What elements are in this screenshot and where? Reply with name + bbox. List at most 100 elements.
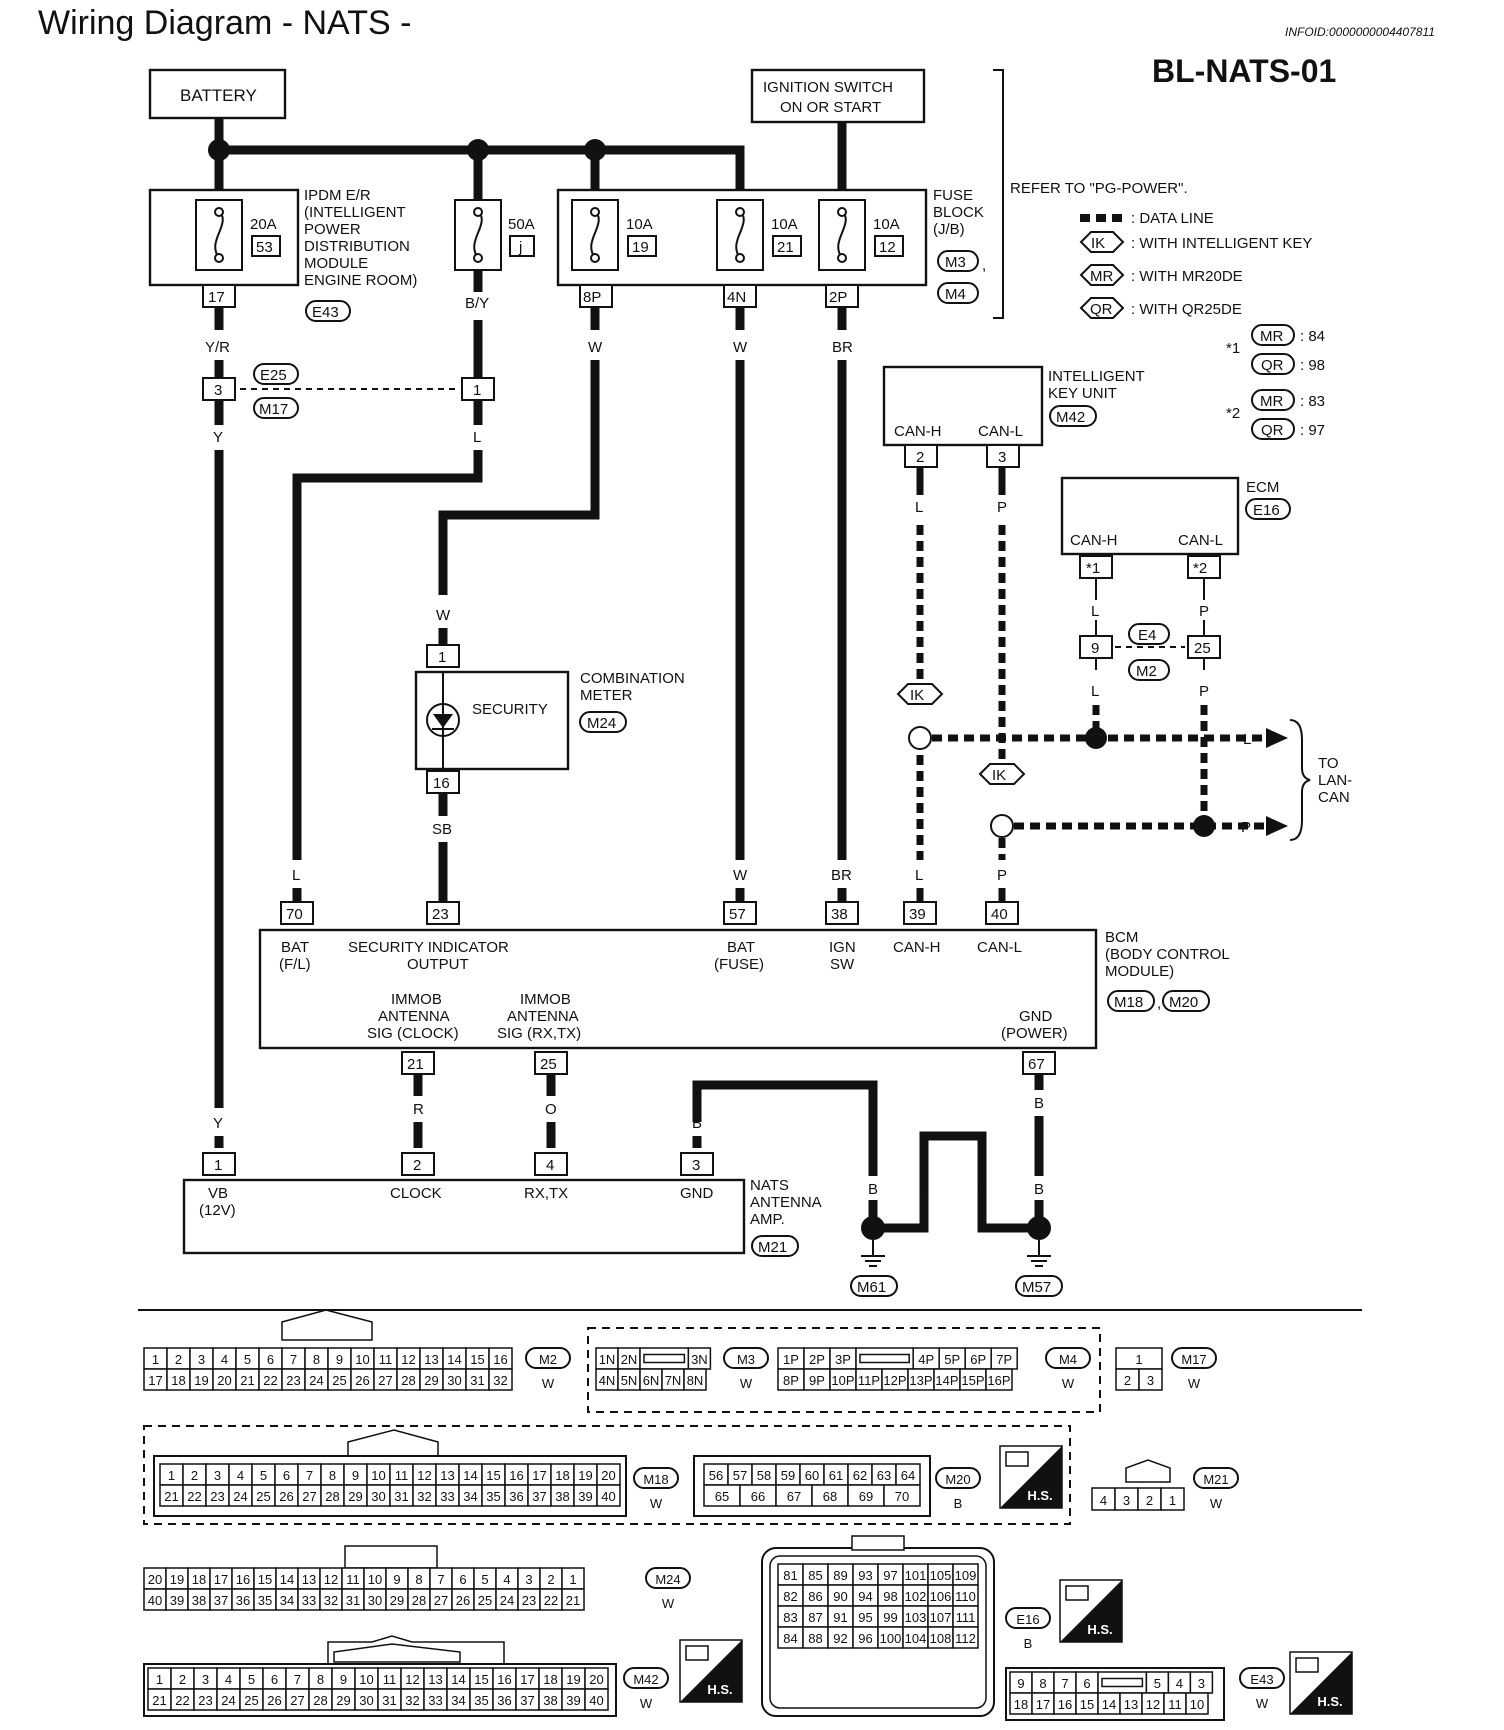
pin-bcm-70: 70 xyxy=(280,901,314,925)
m18-pin: 7 xyxy=(306,1468,313,1483)
m2-pin: 18 xyxy=(171,1373,185,1388)
svg-text:M20: M20 xyxy=(1169,994,1198,1011)
wire-b-m57: B xyxy=(1034,1181,1044,1198)
svg-text:GND: GND xyxy=(680,1185,714,1202)
m4-cell xyxy=(985,1368,1013,1391)
e16-pin: 97 xyxy=(883,1568,897,1583)
can-l-data-line xyxy=(998,467,1270,860)
m24-pin: 12 xyxy=(324,1572,338,1587)
svg-text:3: 3 xyxy=(692,1157,700,1174)
ik-tag-canl: IK xyxy=(978,763,1026,785)
svg-text:BAT: BAT xyxy=(727,939,755,956)
fuse-block-label-3: (J/B) xyxy=(933,221,965,238)
e16-pin: 82 xyxy=(783,1589,797,1604)
m42-pin: 28 xyxy=(313,1693,327,1708)
svg-text:IK: IK xyxy=(1091,235,1105,252)
splice-open xyxy=(990,814,1014,838)
wire-l-lan: L xyxy=(1243,731,1251,748)
m18-pin: 18 xyxy=(555,1468,569,1483)
m42-pin: 21 xyxy=(152,1693,166,1708)
m18-pin: 23 xyxy=(210,1489,224,1504)
fuse-block-label-1: FUSE xyxy=(933,187,973,204)
m24-pin: 32 xyxy=(324,1593,338,1608)
security-indicator-label: SECURITY xyxy=(472,701,548,718)
pin-bcm-39: 39 xyxy=(903,901,937,925)
svg-text:E43: E43 xyxy=(312,304,339,321)
pin-nats-3: 3 xyxy=(680,1152,714,1176)
m3-color: W xyxy=(740,1376,753,1391)
bcm-connector-tag-m20: M20 xyxy=(1162,990,1210,1012)
m2-pin: 27 xyxy=(378,1373,392,1388)
pin-bcm-40: 40 xyxy=(985,901,1019,925)
m2-pin: 6 xyxy=(267,1352,274,1367)
e16-pin: 109 xyxy=(955,1568,977,1583)
m4-pin: 7P xyxy=(996,1352,1012,1367)
svg-text:17: 17 xyxy=(208,289,225,306)
m24-color: W xyxy=(662,1596,675,1611)
note2-mr-tag: MR xyxy=(1260,393,1283,410)
m24-pin: 39 xyxy=(170,1593,184,1608)
svg-text:1: 1 xyxy=(438,649,446,666)
svg-text:RX,TX: RX,TX xyxy=(524,1185,568,1202)
m42-pin: 12 xyxy=(405,1672,419,1687)
note2-qr-tag: QR xyxy=(1261,422,1284,439)
legend-qr-tag: QR xyxy=(1079,297,1125,319)
ipdm-label-5: MODULE xyxy=(304,255,368,272)
m18-pin: 2 xyxy=(191,1468,198,1483)
m42-pin: 40 xyxy=(589,1693,603,1708)
joint-tag-m17: M17 xyxy=(253,397,299,419)
m21-pin: 1 xyxy=(1169,1493,1176,1508)
m20-pin: 67 xyxy=(787,1489,801,1504)
e16-pin: 92 xyxy=(833,1631,847,1646)
m42-pin: 15 xyxy=(474,1672,488,1687)
wire-w-meter: W xyxy=(436,607,451,624)
m42-pin: 36 xyxy=(497,1693,511,1708)
note2-qr: : 97 xyxy=(1300,422,1325,439)
svg-text:CAN-H: CAN-H xyxy=(1070,532,1118,549)
pin-ecm-2: *2 xyxy=(1187,555,1221,579)
e16-pin: 94 xyxy=(858,1589,872,1604)
note2-mr: : 83 xyxy=(1300,393,1325,410)
m42-pin: 17 xyxy=(520,1672,534,1687)
pin-bcm-38: 38 xyxy=(825,901,859,925)
e16-pin: 88 xyxy=(808,1631,822,1646)
m4-pin: 15P xyxy=(961,1373,984,1388)
m24-pin: 5 xyxy=(481,1572,488,1587)
m24-pin: 37 xyxy=(214,1593,228,1608)
m20-pin: 62 xyxy=(853,1468,867,1483)
e16-pin: 111 xyxy=(956,1610,976,1625)
svg-text:CAN-L: CAN-L xyxy=(978,423,1023,440)
svg-text:67: 67 xyxy=(1028,1056,1045,1073)
nats-antenna-amp: VB (12V) CLOCK RX,TX GND xyxy=(182,1178,746,1255)
svg-text:M24: M24 xyxy=(655,1572,680,1587)
m2-pin: 11 xyxy=(379,1352,393,1367)
m18-pin: 19 xyxy=(578,1468,592,1483)
m42-pin: 13 xyxy=(428,1672,442,1687)
m3-cell xyxy=(683,1368,707,1391)
m20-pin: 69 xyxy=(859,1489,873,1504)
e43-pin: 3 xyxy=(1198,1676,1205,1691)
ipdm-module: 20A 53 xyxy=(148,188,300,287)
legend-mr: : WITH MR20DE xyxy=(1131,268,1243,285)
svg-text:j: j xyxy=(518,239,522,256)
svg-text:CAN-H: CAN-H xyxy=(893,939,941,956)
e16-pin: 100 xyxy=(880,1631,902,1646)
m24-pin: 24 xyxy=(500,1593,514,1608)
m24-pin: 10 xyxy=(368,1572,382,1587)
e43-pin: 15 xyxy=(1080,1697,1094,1712)
m42-tag: M42 xyxy=(623,1667,669,1689)
svg-text:IGN: IGN xyxy=(829,939,856,956)
m4-pin: 9P xyxy=(809,1373,825,1388)
m42-pin: 4 xyxy=(225,1672,232,1687)
splice-dot xyxy=(1027,1216,1051,1240)
svg-text:M24: M24 xyxy=(587,715,616,732)
to-lan-3: CAN xyxy=(1318,789,1350,806)
wire-br-38: BR xyxy=(831,867,852,884)
m24-pin: 2 xyxy=(547,1572,554,1587)
ecm-module: CAN-H CAN-L xyxy=(1060,476,1240,556)
splice-dot xyxy=(1193,815,1215,837)
m18-pin: 5 xyxy=(260,1468,267,1483)
wire-w-8p: W xyxy=(588,339,603,356)
m2-pin: 30 xyxy=(447,1373,461,1388)
m24-pin: 35 xyxy=(258,1593,272,1608)
